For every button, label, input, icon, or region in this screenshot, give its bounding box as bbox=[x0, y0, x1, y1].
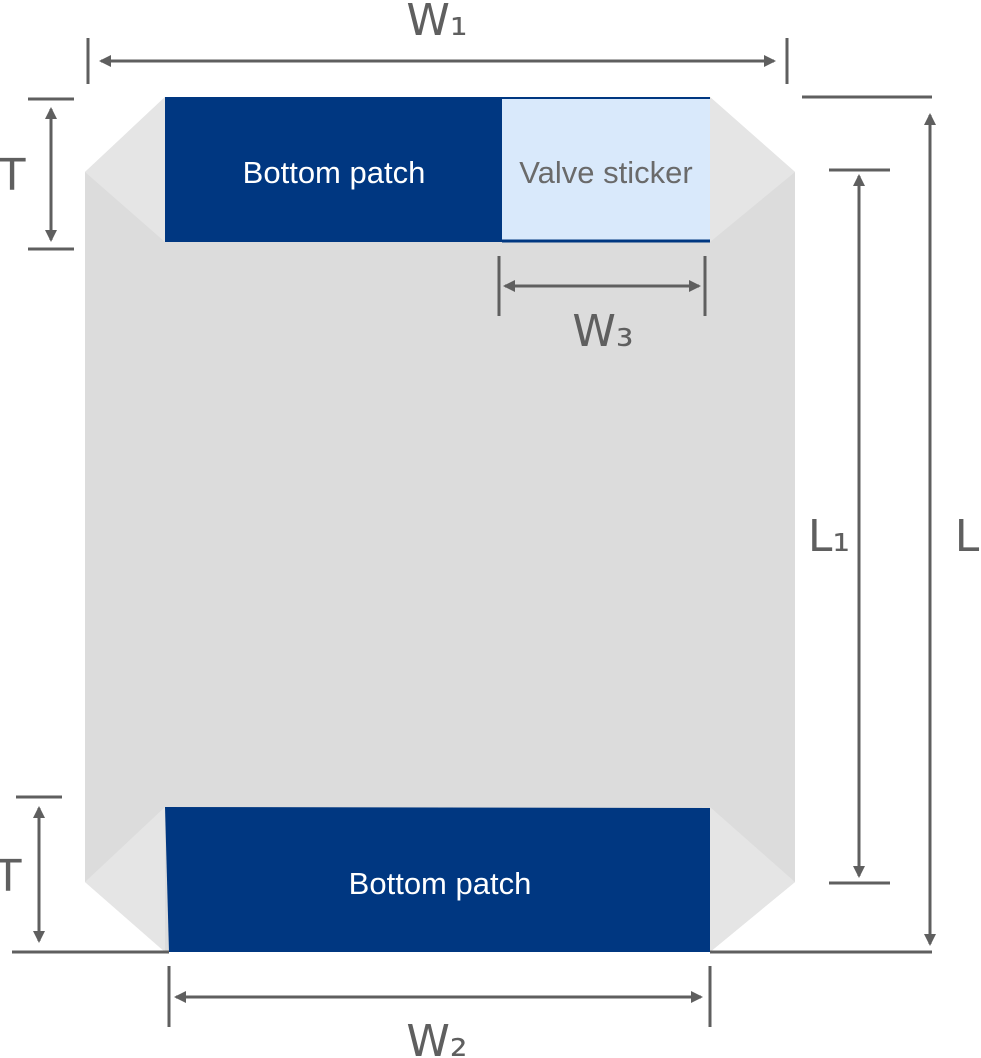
valve-sticker bbox=[502, 97, 710, 242]
w3-label: W₃ bbox=[572, 306, 633, 357]
lower-bottom-patch-label: Bottom patch bbox=[349, 866, 532, 901]
dimension-w2 bbox=[167, 966, 712, 1027]
bag-body bbox=[85, 97, 795, 952]
dimension-l1 bbox=[829, 168, 890, 885]
l-label: L bbox=[955, 511, 980, 562]
fold-bottom-left bbox=[85, 807, 165, 952]
dimension-t-bottom bbox=[16, 795, 62, 943]
fold-bottom-right bbox=[710, 807, 795, 952]
fold-top-right bbox=[710, 97, 795, 242]
dimension-w3 bbox=[497, 256, 707, 316]
t-bottom-label: T bbox=[0, 851, 22, 902]
w1-label: W₁ bbox=[406, 0, 467, 46]
top-bottom-patch bbox=[165, 97, 502, 242]
fold-top-left bbox=[85, 97, 165, 242]
lower-bottom-patch bbox=[165, 807, 710, 952]
w2-label: W₂ bbox=[406, 1016, 467, 1058]
l1-label: L₁ bbox=[808, 511, 850, 562]
dimension-l bbox=[802, 95, 936, 946]
dimension-t-top bbox=[28, 97, 74, 251]
dimension-w1 bbox=[86, 38, 789, 84]
t-top-label: T bbox=[0, 150, 26, 201]
valve-sticker-label: Valve sticker bbox=[519, 155, 692, 190]
top-bottom-patch-label: Bottom patch bbox=[243, 155, 426, 190]
